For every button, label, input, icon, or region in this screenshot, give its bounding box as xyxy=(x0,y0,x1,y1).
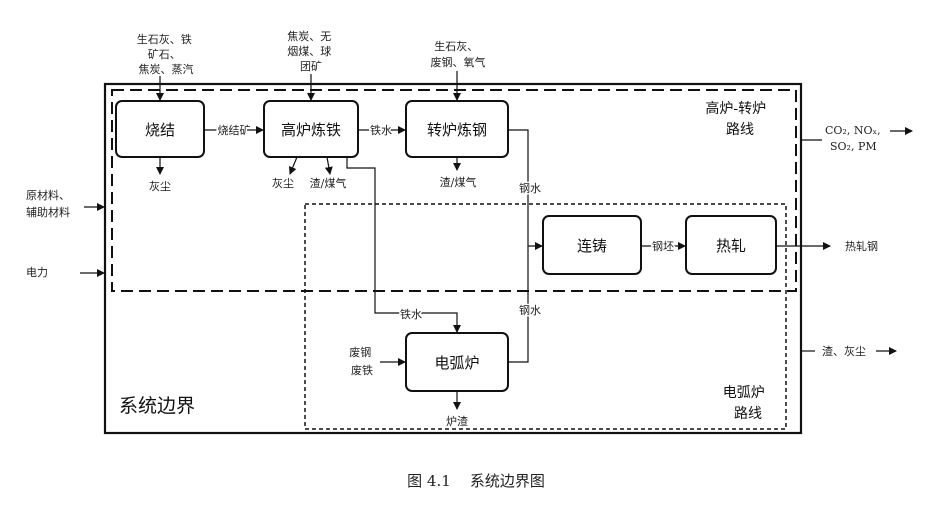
raw-material-input: 原材料、 辅助材料 xyxy=(26,188,74,219)
bf-dust-label: 灰尘 xyxy=(272,176,294,190)
hot-metal-label-1: 铁水 xyxy=(370,124,392,137)
hot-rolling-box xyxy=(685,215,777,275)
bof-label: 转炉炼钢 xyxy=(427,121,487,139)
eaf-label: 电弧炉 xyxy=(434,354,479,372)
blast-furnace-box xyxy=(263,100,359,158)
sinter-ore-label: 烧结矿 xyxy=(218,124,251,137)
eaf-route-label: 电弧炉 路线 xyxy=(723,385,769,422)
bf-dust-arrow xyxy=(288,156,298,175)
hot-rolled-output: 热轧钢 xyxy=(845,239,878,253)
sinter-inputs: 生石灰、铁 矿石、 焦炭、蒸汽 xyxy=(137,32,196,76)
emissions-output: CO₂, NOₓ, SO₂, PM xyxy=(825,124,884,153)
bof-inputs: 生石灰、 废钢、氧气 xyxy=(431,39,486,69)
bof-to-cc-line xyxy=(508,129,543,250)
bf-to-eaf-line xyxy=(346,157,461,333)
power-input: 电力 xyxy=(26,266,48,279)
system-boundary xyxy=(103,82,803,435)
bf-inputs: 焦炭、无 烟煤、球 团矿 xyxy=(287,30,335,73)
molten-steel-label-1: 钢水 xyxy=(519,182,541,195)
eaf-to-cc-line xyxy=(508,246,529,363)
continuous-casting-label: 连铸 xyxy=(577,237,607,255)
system-boundary-label: 系统边界 xyxy=(119,395,195,417)
figure-caption: 图 4.1 系统边界图 xyxy=(407,472,545,490)
eaf-route-boundary xyxy=(304,203,787,430)
billet-label: 钢坯 xyxy=(652,240,674,253)
scrap-input: 废钢 废铁 xyxy=(349,345,375,377)
bof-slag-label: 渣/煤气 xyxy=(440,175,477,189)
blast-furnace-label: 高炉炼铁 xyxy=(281,121,341,139)
sinter-dust-label: 灰尘 xyxy=(149,179,171,193)
molten-steel-label-2: 钢水 xyxy=(519,304,541,317)
hot-metal-label-2: 铁水 xyxy=(400,308,422,321)
hot-rolling-label: 热轧 xyxy=(716,237,746,255)
sinter-label: 烧结 xyxy=(145,121,175,139)
bf-bof-route-boundary xyxy=(111,89,797,292)
bf-bof-route-label: 高炉-转炉 路线 xyxy=(705,100,770,138)
bf-slag-arrow xyxy=(324,156,333,175)
slag-dust-output: 渣、灰尘 xyxy=(822,344,866,358)
bf-slag-label: 渣/煤气 xyxy=(310,176,347,190)
eaf-slag-label: 炉渣 xyxy=(446,414,468,428)
continuous-casting-box xyxy=(542,215,642,275)
